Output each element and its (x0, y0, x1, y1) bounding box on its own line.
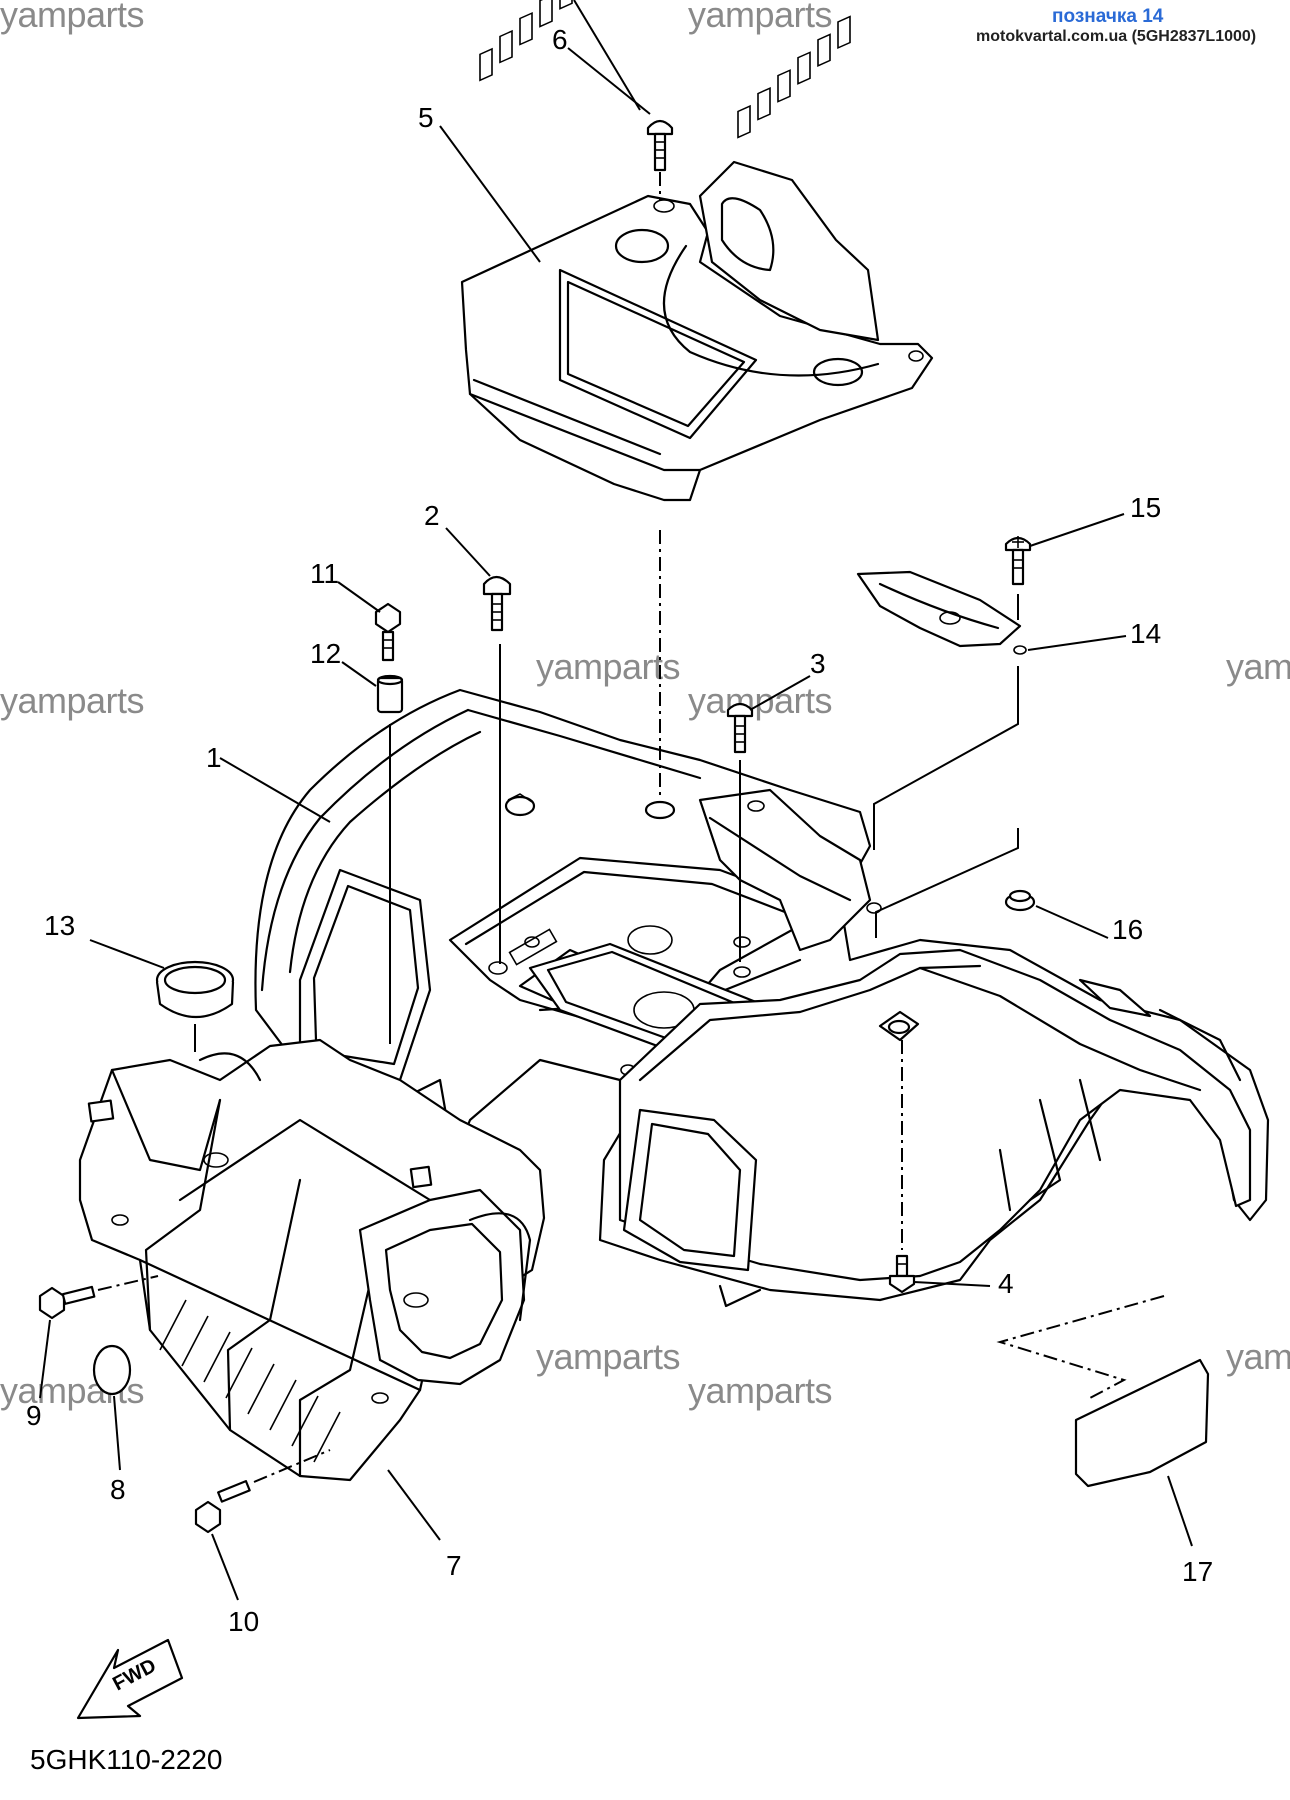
fwd-arrow-icon (76, 1638, 184, 1720)
callout-12: 12 (310, 638, 342, 669)
assembly-line (875, 828, 1019, 938)
watermark: yamparts (536, 1336, 681, 1377)
assembly-line (873, 666, 1019, 850)
callout-9: 9 (26, 1400, 42, 1431)
part-3-screw (726, 702, 754, 962)
watermark: yamparts (688, 0, 833, 35)
callout-14: 14 (1130, 618, 1162, 649)
part-1-rear-fender (254, 688, 1270, 1308)
diagram-title: позначка 14 (1052, 6, 1164, 27)
callout-16: 16 (1112, 914, 1144, 945)
callout-8: 8 (110, 1474, 126, 1505)
part-15-screw (1004, 536, 1032, 620)
diagram-source: motokvartal.com.ua (5GH2837L1000) (976, 28, 1257, 45)
callout-leaders (39, 0, 1193, 1601)
watermark: yamparts (536, 646, 681, 687)
watermark: yamparts (688, 1370, 833, 1411)
callout-15: 15 (1130, 492, 1162, 523)
callout-10: 10 (228, 1606, 260, 1637)
watermark: yamparts (1226, 1336, 1290, 1377)
part-12-collar (376, 674, 404, 1044)
part-2-bolt (482, 575, 512, 964)
part-7-storage-box (78, 1038, 546, 1482)
watermark: yamparts (1226, 646, 1290, 687)
part-11-bolt (374, 602, 402, 662)
callout-5: 5 (418, 102, 434, 133)
callout-6: 6 (552, 24, 568, 55)
part-17-plate (996, 1295, 1210, 1488)
part-14-bracket (856, 570, 1027, 655)
callout-4: 4 (998, 1268, 1014, 1299)
part-8-plug (92, 1344, 132, 1396)
part-9-screw (38, 1275, 159, 1320)
callout-13: 13 (44, 910, 76, 941)
callout-3: 3 (810, 648, 826, 679)
callout-2: 2 (424, 500, 440, 531)
part-4-bolt (888, 1040, 916, 1294)
part-16-nut (1004, 889, 1036, 912)
part-10-bolt (194, 1449, 331, 1534)
watermark: yamparts (0, 0, 145, 35)
part-6-screw (646, 119, 674, 200)
callout-11: 11 (310, 558, 340, 589)
watermark: yamparts (0, 680, 145, 721)
part-13-sleeve (155, 960, 235, 1052)
callout-1: 1 (206, 742, 222, 773)
part-5-top-cover (460, 0, 934, 502)
watermark: yamparts (688, 680, 833, 721)
callout-17: 17 (1182, 1556, 1214, 1587)
callout-7: 7 (446, 1550, 462, 1581)
diagram-code: 5GHK110-2220 (30, 1744, 223, 1775)
